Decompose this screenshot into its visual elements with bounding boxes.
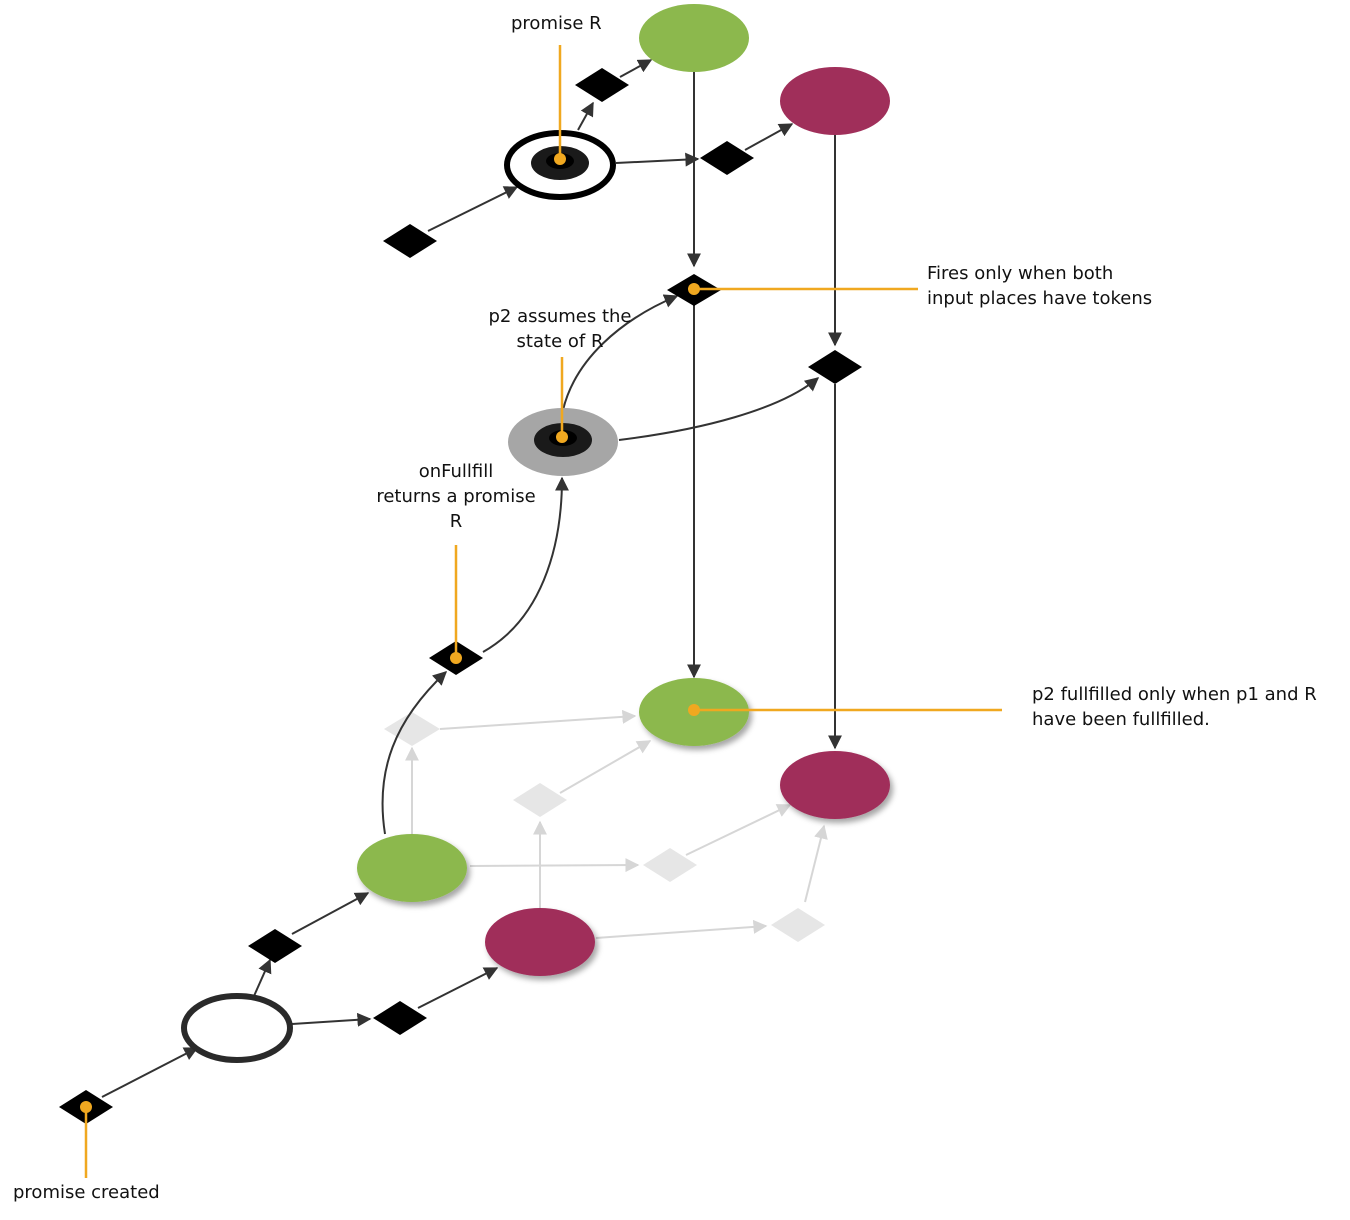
ghost-edge	[559, 740, 652, 794]
ghost-edge	[469, 858, 640, 873]
callout-dot	[554, 153, 566, 165]
ghost-transition	[384, 712, 440, 746]
edge-created-to-p1	[101, 1047, 199, 1098]
label-line: input places have tokens	[927, 288, 1153, 309]
edge-r-to-t-fulfill	[577, 101, 594, 131]
edge-onfullfill-to-p2	[482, 476, 569, 653]
label-line: have been fullfilled.	[1032, 709, 1210, 730]
ghost-edge	[804, 824, 828, 903]
label-line: R	[449, 511, 463, 532]
edge-t-fulfill-to-r-green	[619, 59, 653, 78]
promise-p1-place	[181, 993, 293, 1063]
label-promise-created: promise created	[13, 1182, 160, 1203]
label-line: returns a promise	[376, 486, 536, 507]
ghost-transition	[643, 848, 697, 882]
edge-r-to-t-reject	[615, 152, 700, 167]
edge-green-to-onfullfill	[381, 671, 448, 835]
transition-p1-fulfill	[248, 929, 302, 963]
callout-dot	[688, 704, 700, 716]
edge-p1-to-t-reject	[291, 1012, 372, 1027]
label-line: state of R	[516, 331, 604, 352]
edge-t-fulfill-to-green	[291, 892, 370, 935]
r-rejected-place	[780, 67, 890, 135]
callout-dot	[688, 283, 700, 295]
callout-dot	[80, 1101, 92, 1113]
ghost-transition	[513, 783, 567, 817]
edge-p2-to-t-join-reject	[618, 377, 820, 441]
ghost-edge	[439, 709, 637, 730]
edge-t-reject-to-r-maroon	[744, 123, 794, 151]
edge-p1-to-t-fulfill	[253, 958, 272, 997]
label-promise-r: promise R	[511, 13, 602, 34]
transition-r-start	[383, 224, 437, 258]
edge-start-to-r	[427, 186, 519, 232]
transition-r-fulfill	[575, 68, 629, 102]
p1-fulfilled-place	[357, 834, 467, 902]
label-onfullfill: onFullfill returns a promise R	[362, 459, 550, 534]
edge-p2-to-t-join-fulfill	[562, 294, 679, 411]
label-line: onFullfill	[418, 461, 494, 482]
callout-dot	[450, 652, 462, 664]
ghost-edge	[595, 919, 768, 939]
label-fires-only: Fires only when both input places have t…	[927, 261, 1152, 311]
transition-p1-reject	[373, 1001, 427, 1035]
label-line: p2 assumes the	[488, 306, 632, 327]
callout-dot	[556, 431, 568, 443]
transition-join-reject	[808, 350, 862, 384]
edge-t-reject-to-maroon	[417, 967, 499, 1009]
label-p2-assumes: p2 assumes the state of R	[472, 304, 648, 354]
ghost-edge	[685, 804, 792, 856]
p1-rejected-place	[485, 908, 595, 976]
p2-rejected-place	[780, 751, 890, 819]
label-line: Fires only when both	[927, 263, 1114, 284]
ghost-transition	[771, 908, 825, 942]
ghost-layer	[384, 709, 828, 942]
label-line: p2 fullfilled only when p1 and R	[1032, 684, 1317, 705]
r-fulfilled-place	[639, 4, 749, 72]
transition-r-reject	[700, 141, 754, 175]
label-p2-fullfilled: p2 fullfilled only when p1 and R have be…	[1032, 682, 1317, 732]
